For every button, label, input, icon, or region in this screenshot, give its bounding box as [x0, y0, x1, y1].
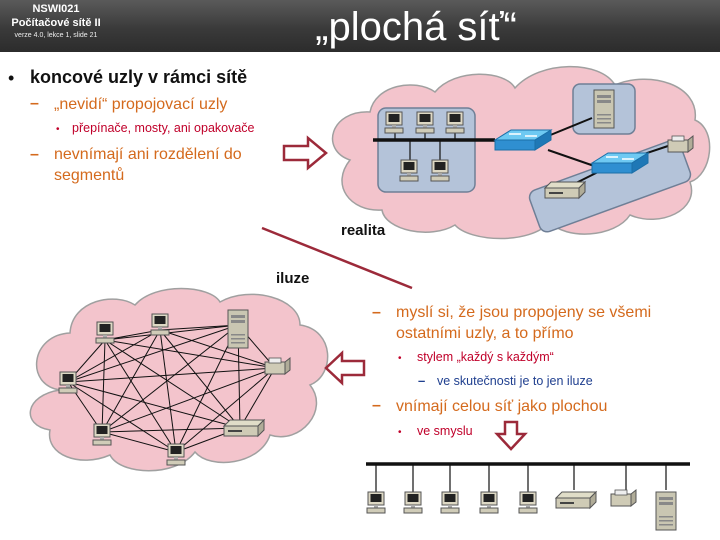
workstation-icon	[366, 491, 386, 514]
bullet-bottom-detail-1: stylem „každý s každým“	[417, 350, 554, 364]
printer-icon	[610, 489, 637, 507]
printer-icon	[264, 357, 291, 375]
bullet-main: koncové uzly v rámci sítě	[30, 67, 248, 87]
bullet-sub-1: „nevidí“ propojovací uzly	[54, 96, 228, 113]
device-icon	[544, 181, 586, 199]
server-icon	[655, 491, 677, 531]
label-illusion: iluze	[276, 270, 310, 287]
bullet-detail-1: přepínače, mosty, ani opakovače	[72, 121, 255, 135]
bullet-bottom-detail-3: ve smyslu	[417, 424, 473, 438]
workstation-icon	[384, 111, 404, 134]
course-info: NSWI021 Počítačové sítě II verze 4.0, le…	[0, 2, 112, 42]
workstation-icon	[150, 313, 170, 336]
full-mesh-links	[67, 324, 276, 453]
arrow-left-icon	[324, 350, 366, 386]
course-name: Počítačové sítě II	[11, 17, 101, 29]
workstation-icon	[518, 491, 538, 514]
bullet-bottom-sub-1-line2: ostatními uzly, a to přímo	[396, 325, 574, 342]
workstation-icon	[403, 491, 423, 514]
bullet-sub-2-line1: nevnímají ani rozdělení do	[54, 146, 242, 163]
workstation-icon	[92, 423, 112, 446]
server-icon	[227, 309, 249, 349]
server-icon	[593, 89, 615, 129]
divider-line	[261, 226, 413, 290]
label-reality: realita	[341, 222, 386, 239]
workstation-icon	[415, 111, 435, 134]
workstation-icon	[445, 111, 465, 134]
slide-header: NSWI021 Počítačové sítě II verze 4.0, le…	[0, 0, 720, 52]
workstation-icon	[479, 491, 499, 514]
workstation-icon	[430, 159, 450, 182]
slide-title: „plochá síť“	[315, 5, 517, 49]
workstation-icon	[166, 443, 186, 466]
workstation-icon	[399, 159, 419, 182]
printer-icon	[667, 135, 694, 153]
bullet-bottom-detail-2: ve skutečnosti je to jen iluze	[437, 374, 593, 388]
device-icon	[223, 419, 265, 437]
arrow-down-icon	[494, 420, 528, 451]
workstation-icon	[95, 321, 115, 344]
course-code: NSWI021	[32, 3, 80, 15]
device-icon	[555, 491, 597, 509]
bullet-bottom-sub-1-line1: myslí si, že jsou propojeny se všemi	[396, 304, 652, 321]
bullet-bottom-sub-2: vnímají celou síť jako plochou	[396, 398, 608, 415]
arrow-right-icon	[282, 135, 328, 171]
workstation-icon	[58, 371, 78, 394]
version-line: verze 4.0, lekce 1, slide 21	[14, 32, 98, 39]
bullet-sub-2-line2: segmentů	[54, 167, 125, 184]
workstation-icon	[440, 491, 460, 514]
